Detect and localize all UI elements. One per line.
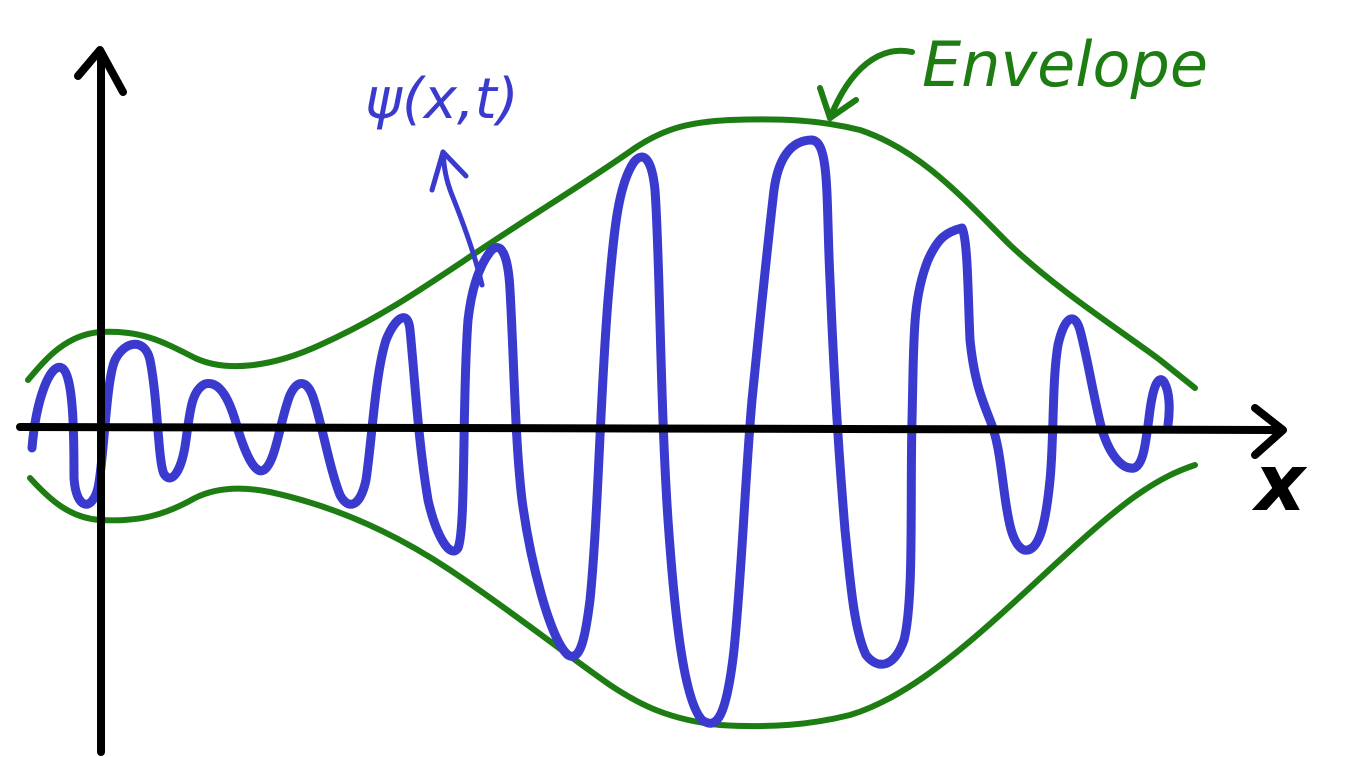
envelope-pointer-arrow — [827, 47, 915, 121]
x-axis-label: x — [1251, 439, 1308, 529]
envelope-arrowhead — [817, 85, 859, 121]
wave-function-curve — [27, 135, 1174, 728]
y-axis-arrowhead — [74, 46, 127, 96]
psi-arrowhead — [429, 149, 469, 193]
x-axis-arrowhead — [1251, 404, 1287, 459]
x-axis-line — [16, 423, 1286, 434]
envelope-label: Envelope — [922, 28, 1208, 101]
upper-envelope-curve — [25, 116, 1198, 391]
psi-pointer-arrow — [440, 149, 485, 288]
psi-label: ψ(x,t) — [365, 67, 519, 132]
lower-envelope-curve — [27, 462, 1198, 730]
